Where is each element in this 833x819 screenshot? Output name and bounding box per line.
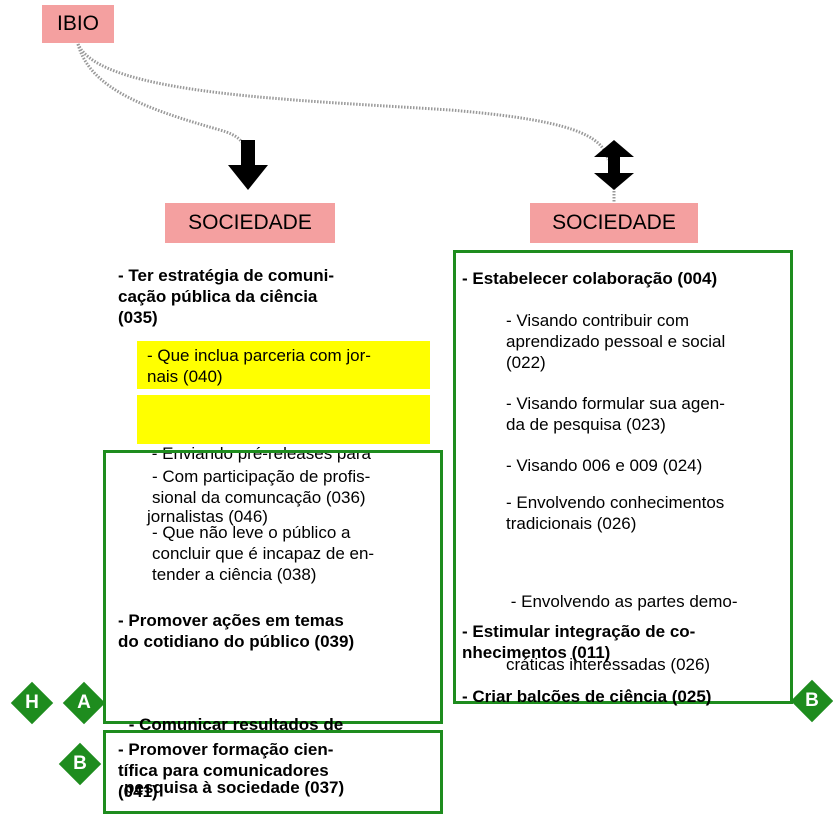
yellow-item-line: jornalistas (046) [147, 507, 268, 526]
right-green-group [453, 250, 793, 704]
badge-a-label: A [77, 692, 91, 713]
strategy-line: - Ter estratégia de comuni- [118, 266, 335, 285]
badge-b-left-label: B [73, 753, 87, 774]
comunicar-line: - Comunicar resultados de [124, 715, 344, 734]
integracao-line: nhecimentos (011) [462, 643, 611, 662]
subitem-line: da de pesquisa (023) [506, 415, 666, 434]
subitem-line: cráticas interessadas (026) [506, 655, 711, 674]
sociedade-right-node: SOCIEDADE [530, 203, 698, 243]
balcoes-heading: - Criar balcões de ciência (025) [462, 687, 712, 706]
yellow-item-line: nais (040) [147, 367, 223, 386]
badge-h-label: H [25, 692, 39, 713]
sociedade-left-label: SOCIEDADE [188, 211, 312, 234]
integracao-heading: - Estimular integração de co- nhecimento… [462, 621, 695, 663]
promover-acoes-line: do cotidiano do público (039) [118, 632, 355, 651]
subitem-line: - Envolvendo conhecimentos [506, 493, 725, 512]
subitem-democraticas: - Envolvendo as partes demo- cráticas in… [506, 549, 738, 696]
formacao-line: tífica para comunicadores [118, 761, 329, 780]
yellow-highlight-2 [137, 395, 430, 444]
formacao-box [103, 730, 443, 814]
integracao-line: - Estimular integração de co- [462, 622, 696, 641]
subitem-line: - Que não leve o público a [152, 523, 351, 542]
colaboracao-heading: - Estabelecer colaboração (004) [462, 269, 718, 288]
badge-b-right: B [790, 679, 833, 723]
subitem-line: - Visando 006 e 009 (024) [506, 456, 703, 475]
subitem-line: aprendizado pessoal e social [506, 332, 726, 351]
strategy-heading: - Ter estratégia de comuni- cação públic… [118, 265, 334, 328]
subitem-line: - Com participação de profis- [152, 467, 371, 486]
yellow-item-releases: - Enviando pré-releases para jornalistas… [147, 401, 371, 548]
sociedade-right-label: SOCIEDADE [552, 211, 676, 234]
subitem-line: - Envolvendo as partes demo- [506, 592, 738, 611]
subitem-line: tradicionais (026) [506, 514, 637, 533]
subitem-line: (022) [506, 353, 546, 372]
subitem-line: - Visando contribuir com [506, 311, 689, 330]
subitem-006-009: - Visando 006 e 009 (024) [506, 455, 702, 476]
subitem-aprendizado: - Visando contribuir com aprendizado pes… [506, 310, 725, 373]
yellow-item-line: - Enviando pré-releases para [147, 444, 371, 463]
subitem-line: - Visando formular sua agen- [506, 394, 725, 413]
ibio-label: IBIO [56, 12, 99, 35]
strategy-line: (035) [118, 308, 158, 327]
yellow-item-line: - Que inclua parceria com jor- [147, 346, 371, 365]
down-arrow-icon [228, 140, 268, 190]
formacao-line: (041) [118, 782, 158, 801]
badge-b-right-label: B [805, 690, 819, 711]
subitem-publico: - Que não leve o público a concluir que … [152, 522, 374, 585]
formacao-line: - Promover formação cien- [118, 740, 334, 759]
yellow-highlight-1 [137, 341, 430, 389]
subitem-agenda: - Visando formular sua agen- da de pesqu… [506, 393, 725, 435]
badge-b-left: B [58, 742, 102, 786]
subitem-line: concluir que é incapaz de en- [152, 544, 375, 563]
strategy-line: cação pública da ciência [118, 287, 318, 306]
badge-a: A [62, 681, 106, 725]
subitem-profissional: - Com participação de profis- sional da … [152, 466, 370, 508]
sociedade-left-node: SOCIEDADE [165, 203, 335, 243]
subitem-line: tender a ciência (038) [152, 565, 317, 584]
promover-acoes-line: - Promover ações em temas [118, 611, 344, 630]
ibio-node: IBIO [42, 5, 114, 43]
double-arrow-icon [594, 140, 634, 190]
ibio-to-right-sociedade-connector [76, 43, 610, 161]
subitem-line: sional da comuncação (036) [152, 488, 366, 507]
ibio-to-left-sociedade-connector [76, 43, 247, 151]
subitem-tradicionais: - Envolvendo conhecimentos tradicionais … [506, 492, 724, 534]
comunicar-line: pesquisa à sociedade (037) [124, 778, 345, 797]
formacao-cientifica: - Promover formação cien- tífica para co… [118, 739, 333, 802]
comunicar-resultados: - Comunicar resultados de pesquisa à soc… [124, 672, 344, 819]
promover-acoes: - Promover ações em temas do cotidiano d… [118, 610, 354, 652]
yellow-item-parceria: - Que inclua parceria com jor- nais (040… [147, 345, 371, 387]
left-green-group [103, 450, 443, 724]
badge-h: H [10, 681, 54, 725]
